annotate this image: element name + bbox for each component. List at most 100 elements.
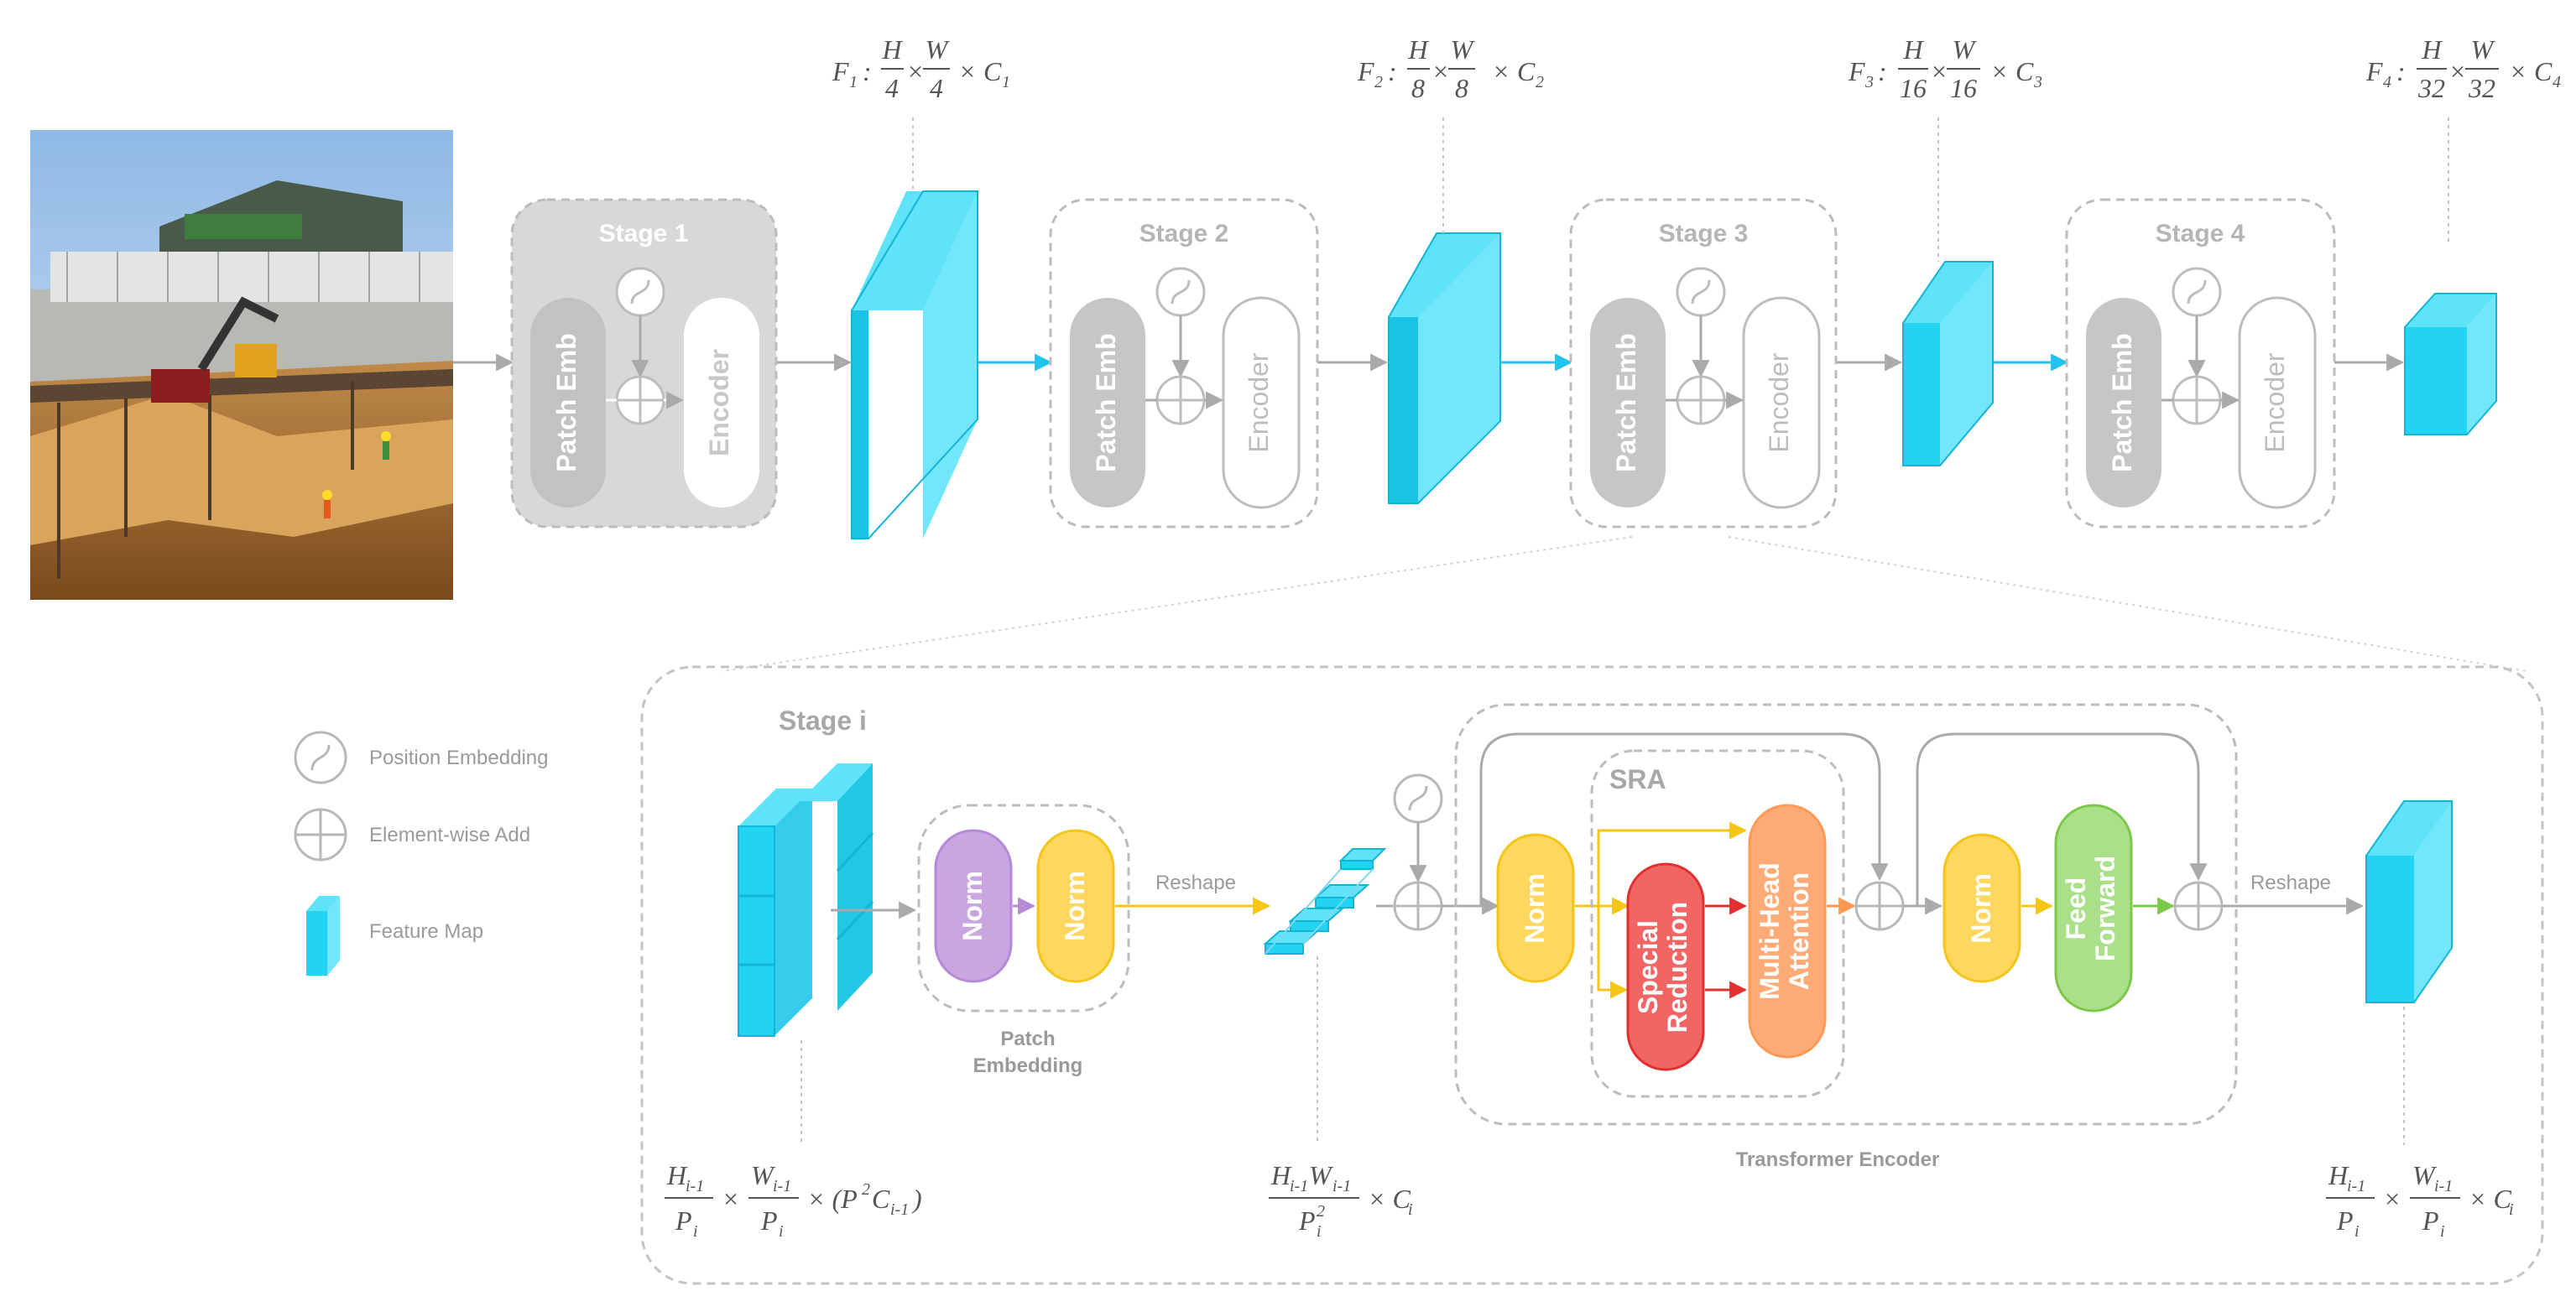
svg-text:i: i: [1317, 1222, 1322, 1241]
stage-1-title: Stage 1: [599, 220, 689, 247]
mha-line-2: Attention: [1784, 872, 1814, 990]
stage-4-box: Stage 4 Patch Emb Encoder: [2065, 198, 2336, 528]
stage-4-title: Stage 4: [2156, 220, 2245, 247]
stage-1-patch-emb-label: Patch Emb: [551, 333, 581, 471]
stage-2-title: Stage 2: [1139, 220, 1229, 247]
svg-text:×: ×: [2509, 56, 2527, 86]
svg-text:× C: × C: [1368, 1184, 1411, 1214]
svg-text:F: F: [1357, 56, 1374, 86]
svg-text::: :: [2396, 56, 2406, 86]
svg-text:×: ×: [1492, 56, 1510, 86]
stage-2-box: Stage 2 Patch Emb Encoder: [1049, 198, 1319, 528]
svg-text:4: 4: [885, 73, 899, 103]
stage-3-encoder-label: Encoder: [1764, 352, 1794, 453]
legend-feature-map-label: Feature Map: [369, 920, 483, 943]
svg-text:C: C: [2534, 56, 2553, 86]
svg-text:×: ×: [958, 56, 977, 86]
stage-4-add-icon: [2172, 375, 2222, 425]
detail-add-icon-1: [1393, 881, 1443, 931]
stage-4-position-embedding-icon: [2172, 267, 2222, 317]
stage-3-title: Stage 3: [1659, 220, 1749, 247]
svg-text:i: i: [779, 1222, 784, 1241]
reshape-label-left: Reshape: [1155, 872, 1236, 894]
svg-text:P: P: [760, 1205, 778, 1236]
stage-2-patch-emb-label: Patch Emb: [1091, 333, 1121, 471]
svg-text:i-1: i-1: [2434, 1177, 2453, 1195]
svg-text:): ): [911, 1184, 922, 1214]
svg-text:C: C: [983, 56, 1002, 86]
formula-f1: F 1 : H 4 × W 4 × C 1: [832, 34, 1010, 103]
svg-text:W: W: [1309, 1160, 1334, 1190]
transformer-encoder-caption: Transformer Encoder: [1736, 1148, 1940, 1171]
stage-3-box: Stage 3 Patch Emb Encoder: [1569, 198, 1838, 528]
legend-element-wise-add-label: Element-wise Add: [369, 824, 530, 846]
svg-text:2: 2: [1374, 73, 1383, 91]
svg-text:8: 8: [1411, 73, 1425, 103]
detail-position-embedding-icon: [1393, 773, 1443, 824]
svg-text:i-1: i-1: [890, 1200, 909, 1219]
svg-text:P: P: [1298, 1205, 1316, 1236]
svg-text:2: 2: [1317, 1202, 1325, 1221]
feature-map-f1: [851, 190, 978, 539]
feed-forward-line-2: Forward: [2090, 856, 2120, 961]
stage-4-encoder-label: Encoder: [2260, 352, 2290, 453]
svg-text:4: 4: [2553, 73, 2561, 91]
svg-text:4: 4: [2383, 73, 2391, 91]
patch-embedding-norm-1: Norm: [957, 871, 988, 941]
patch-embedding-caption-1: Patch: [1000, 1028, 1055, 1050]
svg-text:×: ×: [1431, 56, 1450, 86]
svg-text:×: ×: [722, 1184, 740, 1214]
legend-position-embedding-icon: [294, 731, 347, 784]
svg-text:8: 8: [1455, 73, 1468, 103]
feature-map-f4: [2404, 293, 2497, 435]
svg-text:W: W: [1451, 34, 1476, 65]
patch-embedding-caption-2: Embedding: [973, 1054, 1083, 1077]
legend-element-wise-add-icon: [294, 808, 347, 862]
formula-stage-input: H i-1 P i × W i-1 P i × (P 2 C i-1 ): [665, 1160, 922, 1241]
output-feature-map: [2365, 800, 2453, 1003]
svg-text:H: H: [666, 1160, 688, 1190]
special-reduction-line-2: Reduction: [1662, 902, 1692, 1033]
zoom-lines: [721, 536, 2526, 672]
svg-text:1: 1: [1002, 73, 1010, 91]
svg-text:2: 2: [1536, 73, 1544, 91]
svg-text::: :: [1878, 56, 1887, 86]
svg-text:H: H: [1270, 1160, 1292, 1190]
svg-text:i: i: [2354, 1222, 2360, 1241]
svg-text:W: W: [751, 1160, 776, 1190]
svg-text:i: i: [1408, 1200, 1413, 1219]
legend: Position Embedding Element-wise Add Feat…: [294, 731, 548, 976]
svg-text:16: 16: [1950, 73, 1977, 103]
svg-text:C: C: [872, 1184, 890, 1214]
svg-text:×: ×: [906, 56, 925, 86]
svg-text:i-1: i-1: [773, 1177, 791, 1195]
svg-text:i: i: [693, 1222, 698, 1241]
svg-text:F: F: [1848, 56, 1865, 86]
svg-text:32: 32: [2468, 73, 2495, 103]
svg-text:4: 4: [930, 73, 943, 103]
svg-text:P: P: [675, 1205, 692, 1236]
formula-f4: F 4 : H 32 × W 32 × C 4: [2365, 34, 2561, 103]
stage-2-encoder-label: Encoder: [1244, 352, 1274, 453]
reshape-label-right: Reshape: [2250, 872, 2331, 894]
encoder-norm-1: Norm: [1520, 873, 1550, 944]
svg-text:32: 32: [2417, 73, 2445, 103]
svg-text:i: i: [2509, 1200, 2514, 1219]
svg-text:W: W: [2412, 1160, 2438, 1190]
svg-text:×: ×: [1930, 56, 1948, 86]
svg-text:× C: × C: [2469, 1184, 2512, 1214]
svg-text:2: 2: [862, 1180, 870, 1199]
svg-text:H: H: [2328, 1160, 2349, 1190]
svg-text:H: H: [1902, 34, 1924, 65]
stage-1-add-icon: [615, 375, 665, 425]
svg-text:C: C: [2015, 56, 2034, 86]
svg-text:1: 1: [849, 73, 858, 91]
stage-1-encoder-label: Encoder: [704, 349, 734, 456]
svg-text:H: H: [881, 34, 903, 65]
sra-title: SRA: [1609, 764, 1666, 794]
detail-add-icon-3: [2173, 881, 2224, 931]
svg-text:H: H: [2421, 34, 2443, 65]
svg-text:W: W: [1953, 34, 1978, 65]
svg-text:16: 16: [1900, 73, 1927, 103]
